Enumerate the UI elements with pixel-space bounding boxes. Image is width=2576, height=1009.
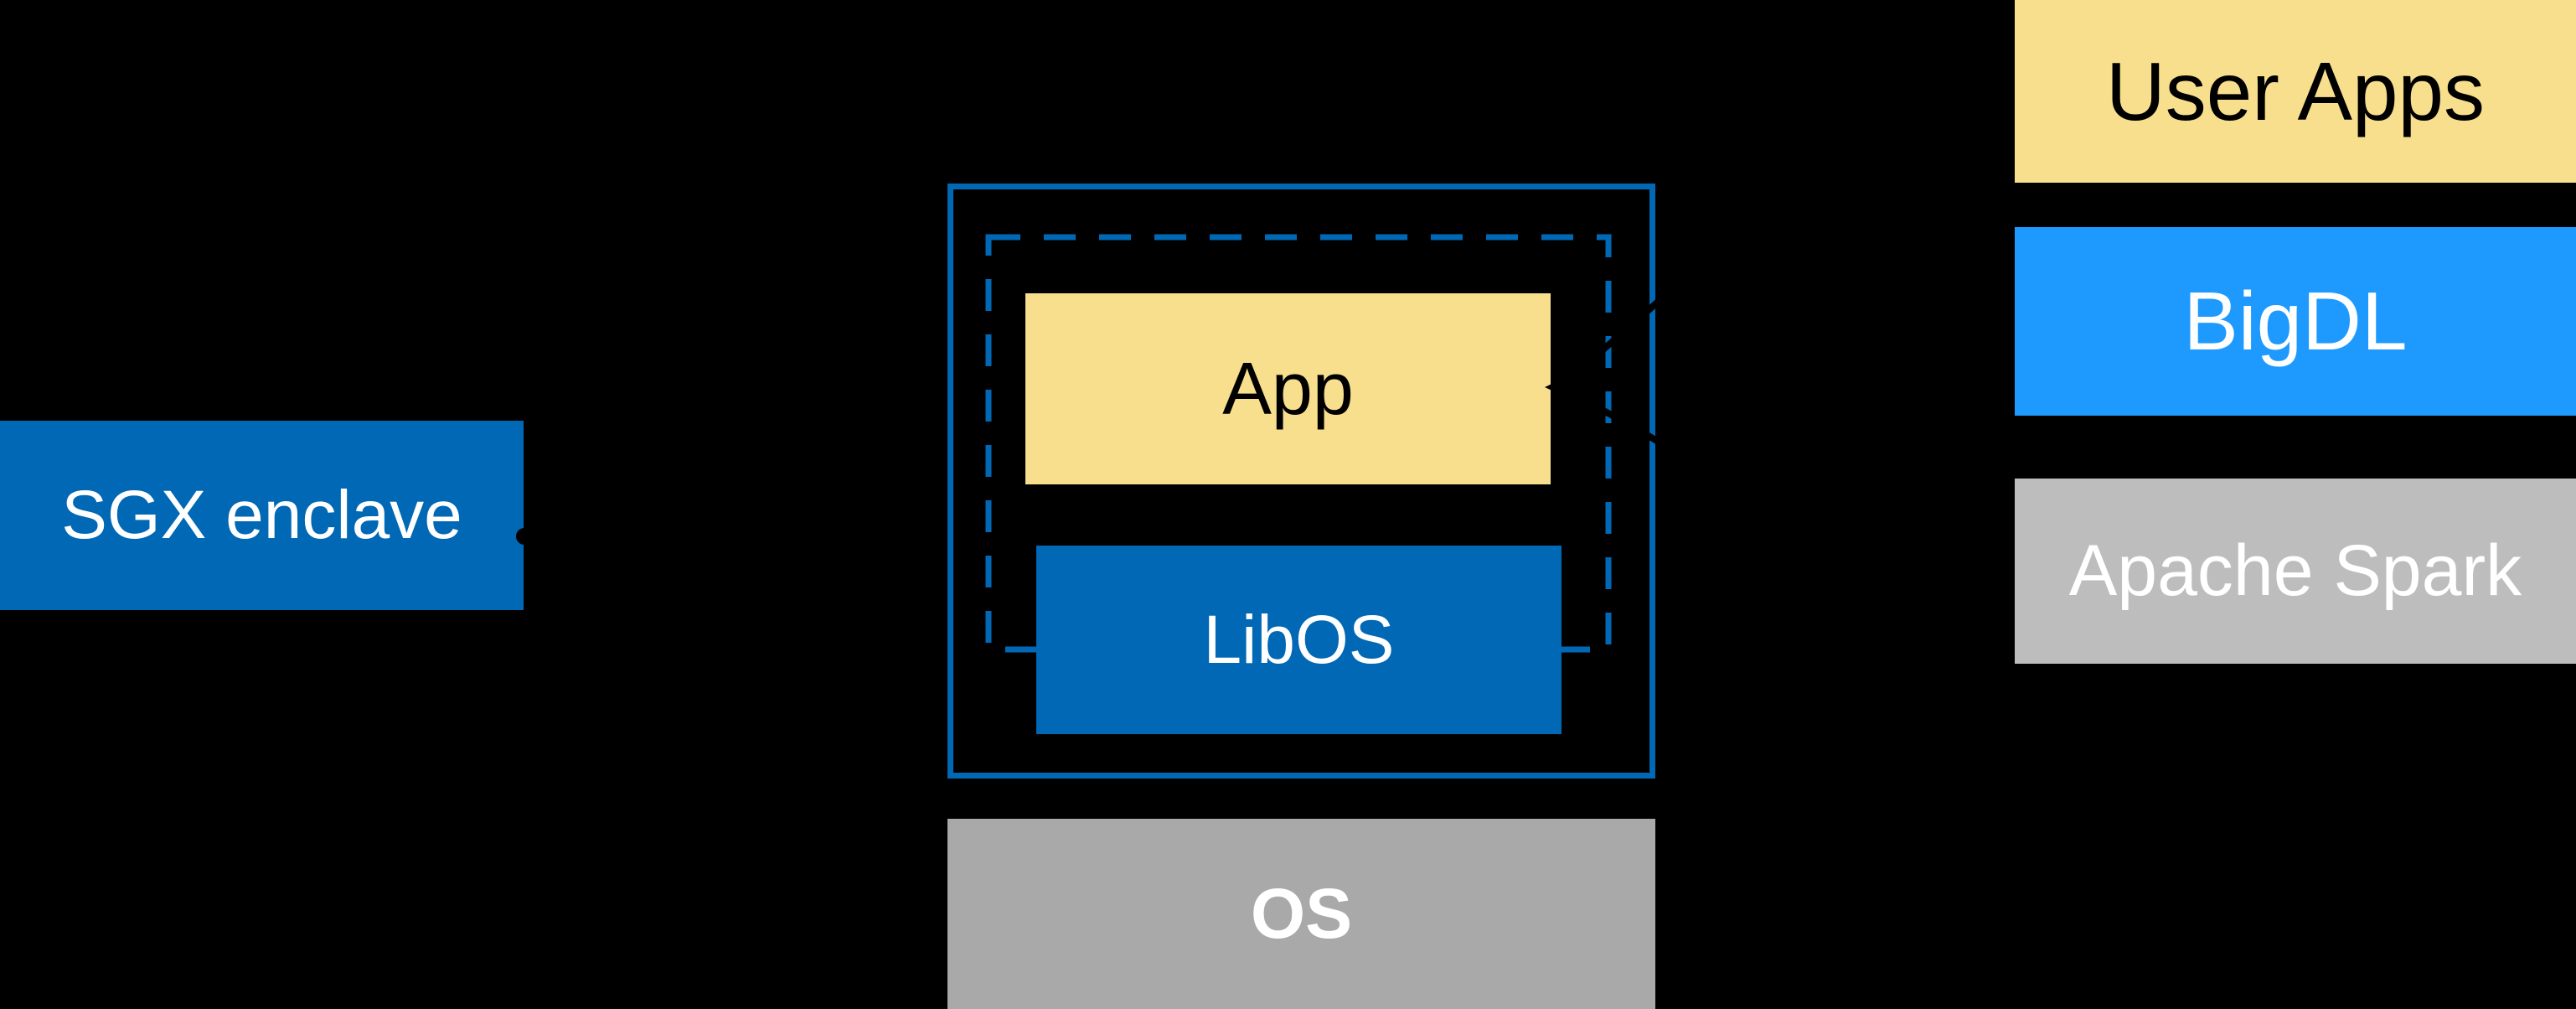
app-box: App <box>1025 293 1551 484</box>
libos-label: LibOS <box>1203 601 1395 678</box>
sgx-enclave-box: SGX enclave <box>0 421 524 610</box>
app-label: App <box>1222 347 1354 430</box>
os-box: OS <box>947 819 1655 1009</box>
sgx-enclave-label: SGX enclave <box>61 477 462 553</box>
bigdl-label: BigDL <box>2183 275 2408 367</box>
libos-box: LibOS <box>1036 546 1562 734</box>
os-label: OS <box>1250 874 1353 953</box>
apache-spark-box: Apache Spark <box>2015 479 2576 664</box>
user-apps-box: User Apps <box>2015 0 2576 183</box>
user-apps-label: User Apps <box>2105 44 2486 137</box>
sgx-pointer-arrowhead-icon <box>918 525 943 548</box>
apache-spark-label: Apache Spark <box>2068 530 2522 611</box>
bigdl-box: BigDL <box>2015 227 2576 416</box>
